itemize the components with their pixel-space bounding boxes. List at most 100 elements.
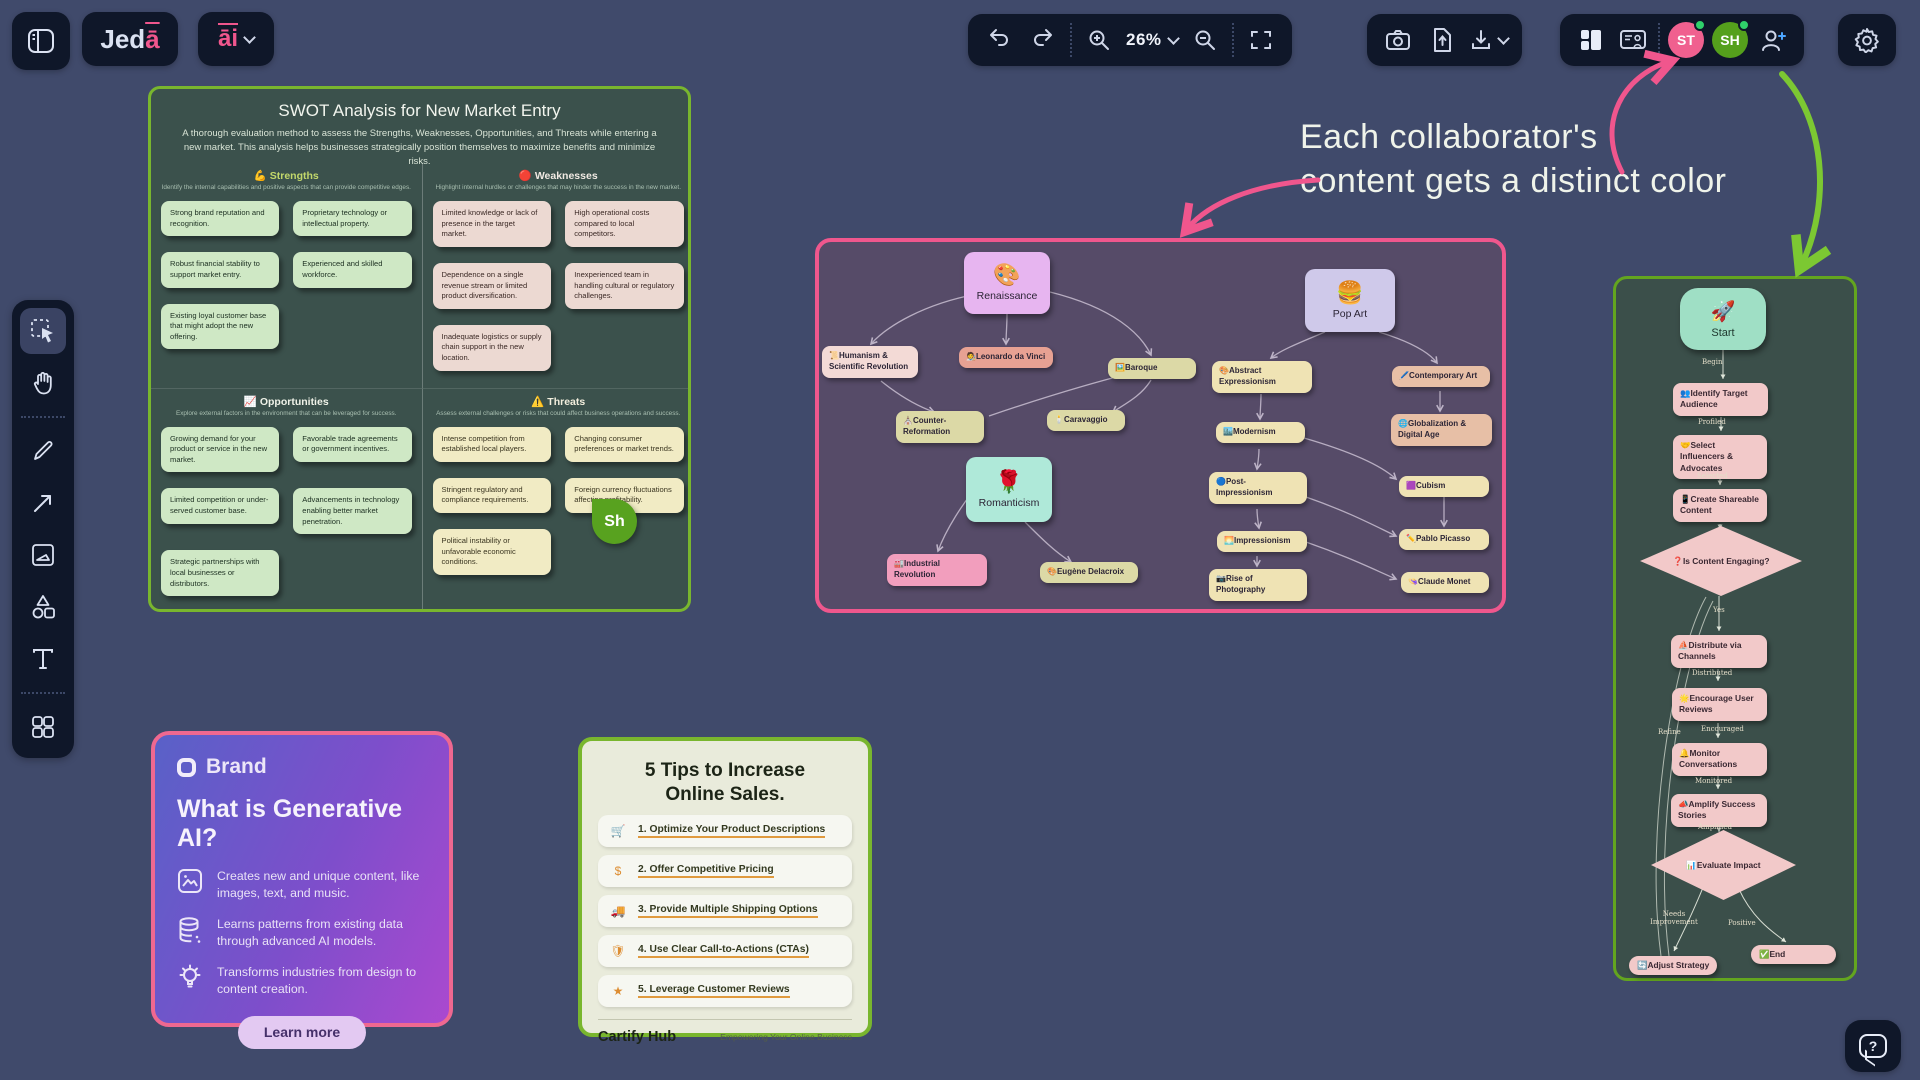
flow-node-monitor[interactable]: 🔔Monitor Conversations	[1672, 743, 1767, 776]
layout-panels-button[interactable]	[1574, 23, 1608, 57]
swot-cell[interactable]: Inadequate logistics or supply chain sup…	[432, 324, 552, 371]
presentation-board-icon	[1620, 30, 1646, 49]
mindmap-frame[interactable]: 🎨 Renaissance 📜Humanism & Scientific Rev…	[815, 238, 1506, 613]
mindmap-node-picasso[interactable]: ✏️Pablo Picasso	[1399, 529, 1489, 550]
edge-label-amplified: Amplified	[1698, 823, 1732, 831]
flowchart-frame[interactable]: 🚀 Start 👥Identify Target Audience 🤝Selec…	[1613, 276, 1857, 981]
mindmap-node-monet[interactable]: 👒Claude Monet	[1401, 572, 1489, 593]
redo-button[interactable]	[1026, 23, 1060, 57]
swot-cell[interactable]: Experienced and skilled workforce.	[293, 252, 412, 288]
scroll-emoji: 📜	[829, 351, 839, 360]
presentation-button[interactable]	[1616, 23, 1650, 57]
swot-cell[interactable]: Existing loyal customer base that might …	[161, 303, 280, 350]
flow-node-reviews[interactable]: 🌟Encourage User Reviews	[1672, 688, 1767, 721]
flow-decision-evaluate[interactable]: 📊Evaluate Impact	[1651, 830, 1796, 900]
import-button[interactable]	[1425, 23, 1459, 57]
mindmap-node-impressionism[interactable]: 🌅Impressionism	[1217, 531, 1307, 552]
image-tool[interactable]	[20, 532, 66, 578]
mindmap-node-post-impressionism[interactable]: 🔵Post-Impressionism	[1209, 472, 1307, 504]
help-bubble-icon: ?	[1859, 1034, 1887, 1058]
sidebar-toggle-button[interactable]	[12, 12, 70, 70]
apps-grid-tool[interactable]	[20, 704, 66, 750]
tips-footer-brand: Cartify Hub	[598, 1028, 677, 1045]
quadrant-opportunities: 📈 Opportunities Explore external factors…	[151, 387, 423, 609]
connector-tool[interactable]	[20, 480, 66, 526]
swot-cell[interactable]: Strong brand reputation and recognition.	[161, 201, 280, 237]
mindmap-node-cubism[interactable]: 🟪Cubism	[1399, 476, 1489, 497]
swot-cell[interactable]: High operational costs compared to local…	[565, 201, 684, 247]
text-tool[interactable]	[20, 636, 66, 682]
swot-cell[interactable]: Robust financial stability to support ma…	[161, 252, 280, 288]
swot-cell[interactable]: Limited competition or under-served cust…	[161, 488, 280, 524]
mindmap-node-rise-photography[interactable]: 📷Rise of Photography	[1209, 569, 1307, 601]
avatar-st[interactable]: ST	[1668, 19, 1706, 58]
mindmap-node-renaissance[interactable]: 🎨 Renaissance	[964, 252, 1050, 314]
download-menu-button[interactable]	[1469, 28, 1510, 52]
mindmap-node-abstract-expressionism[interactable]: 🎨Abstract Expressionism	[1212, 361, 1312, 393]
flow-node-identify-audience[interactable]: 👥Identify Target Audience	[1673, 383, 1768, 416]
invite-collaborator-button[interactable]	[1756, 23, 1790, 57]
tips-card[interactable]: 5 Tips to Increase Online Sales. 🛒 1. Op…	[578, 737, 872, 1045]
flow-node-start[interactable]: 🚀 Start	[1680, 288, 1766, 350]
flow-decision-engaging[interactable]: ❓Is Content Engaging?	[1640, 526, 1802, 596]
mindmap-node-modernism[interactable]: 🏙️Modernism	[1216, 422, 1305, 443]
quadrant-weaknesses: 🔴 Weaknesses Highlight internal hurdles …	[423, 163, 689, 388]
swot-cell[interactable]: Dependence on a single revenue stream or…	[432, 262, 552, 309]
ai-menu-button[interactable]: āi	[198, 12, 274, 66]
swot-cell[interactable]: Proprietary technology or intellectual p…	[293, 201, 412, 237]
node-label: Impressionism	[1233, 536, 1291, 545]
flow-node-create-content[interactable]: 📱Create Shareable Content	[1673, 489, 1767, 522]
avatar-sh[interactable]: SH	[1712, 19, 1750, 58]
boat-emoji: ⛵	[1678, 640, 1689, 650]
flow-node-distribute[interactable]: ⛵Distribute via Channels	[1671, 635, 1767, 668]
annotation-line1: Each collaborator's	[1300, 118, 1598, 156]
flow-node-adjust-strategy[interactable]: 🔄Adjust Strategy	[1629, 956, 1718, 975]
swot-cell[interactable]: Intense competition from established loc…	[432, 426, 552, 462]
mindmap-node-counter-reformation[interactable]: ⛪Counter-Reformation	[896, 411, 984, 443]
brand-card[interactable]: Brand What is Generative AI? Creates new…	[151, 731, 453, 1049]
pan-tool[interactable]	[20, 360, 66, 406]
swot-cell[interactable]: Stringent regulatory and compliance requ…	[432, 477, 552, 513]
flow-node-select-influencers[interactable]: 🤝Select Influencers & Advocates	[1673, 435, 1767, 480]
mindmap-node-industrial-revolution[interactable]: 🏭Industrial Revolution	[887, 554, 987, 586]
swot-cell[interactable]: Political instability or unfavorable eco…	[432, 529, 552, 575]
tip-text: 2. Offer Competitive Pricing	[638, 864, 774, 878]
help-button[interactable]: ?	[1845, 1020, 1901, 1072]
refresh-emoji: 🔄	[1637, 960, 1648, 970]
fullscreen-button[interactable]	[1244, 23, 1278, 57]
screenshot-button[interactable]	[1381, 23, 1415, 57]
pen-tool[interactable]	[20, 428, 66, 474]
swot-cell[interactable]: Favorable trade agreements or government…	[293, 426, 412, 462]
zoom-in-button[interactable]	[1082, 23, 1116, 57]
swot-cell[interactable]: Changing consumer preferences or market …	[565, 426, 684, 462]
toolbar-divider	[1658, 23, 1660, 57]
mindmap-node-romanticism[interactable]: 🌹 Romanticism	[966, 457, 1052, 522]
canvas-annotation-text[interactable]: Each collaborator's content gets a disti…	[1300, 115, 1770, 203]
mindmap-node-pop-art[interactable]: 🍔 Pop Art	[1305, 269, 1395, 332]
swot-cell[interactable]: Limited knowledge or lack of presence in…	[432, 201, 552, 247]
swot-cell[interactable]: Advancements in technology enabling bett…	[293, 488, 412, 535]
flow-node-amplify[interactable]: 📣Amplify Success Stories	[1671, 794, 1767, 827]
chevron-down-icon	[1166, 31, 1180, 45]
check-emoji: ✅	[1759, 949, 1770, 959]
swot-cell[interactable]: Inexperienced team in handling cultural …	[565, 262, 684, 309]
shapes-tool[interactable]	[20, 584, 66, 630]
mindmap-node-baroque[interactable]: 🖼️Baroque	[1108, 358, 1196, 379]
zoom-out-button[interactable]	[1188, 23, 1222, 57]
mindmap-node-globalization[interactable]: 🌐Globalization & Digital Age	[1391, 414, 1492, 446]
undo-button[interactable]	[982, 23, 1016, 57]
mindmap-node-contemporary-art[interactable]: 🖊️Contemporary Art	[1392, 366, 1490, 387]
swot-cell[interactable]: Growing demand for your product or servi…	[161, 426, 280, 473]
flow-node-end[interactable]: ✅End	[1751, 945, 1836, 964]
node-label: Identify Target Audience	[1680, 388, 1748, 410]
mindmap-node-humanism[interactable]: 📜Humanism & Scientific Revolution	[822, 346, 918, 378]
swot-cell[interactable]: Strategic partnerships with local busine…	[161, 550, 280, 597]
learn-more-button[interactable]: Learn more	[238, 1015, 366, 1049]
mindmap-node-leonardo[interactable]: 🧑‍🎨Leonardo da Vinci	[959, 347, 1053, 368]
zoom-level-dropdown[interactable]: 26%	[1126, 30, 1180, 50]
select-tool[interactable]	[20, 308, 66, 354]
settings-button[interactable]	[1838, 14, 1896, 66]
mindmap-node-caravaggio[interactable]: 🕯️Caravaggio	[1047, 410, 1125, 431]
mindmap-node-delacroix[interactable]: 🎨Eugène Delacroix	[1040, 562, 1138, 583]
